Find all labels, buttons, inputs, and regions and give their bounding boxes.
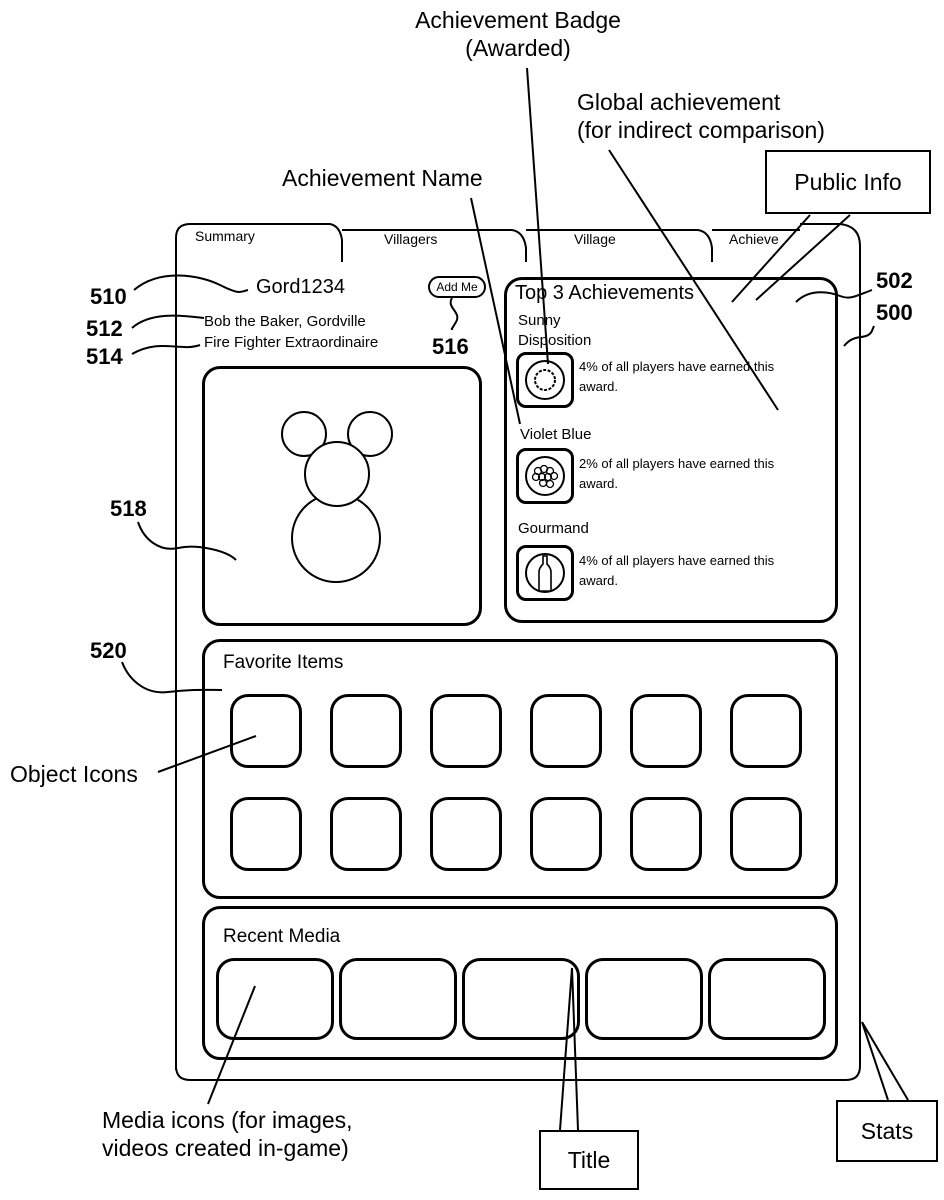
ref-512: 512: [86, 316, 123, 342]
annotation-line: (Awarded): [398, 34, 638, 62]
tab-summary[interactable]: Summary: [195, 228, 255, 244]
annotation-line: Global achievement: [577, 88, 825, 116]
annotation-line: Media icons (for images,: [102, 1106, 353, 1134]
media-thumbnail[interactable]: [462, 958, 580, 1040]
achievement-name-line: Disposition: [518, 331, 591, 351]
avatar-body: [292, 494, 380, 582]
annotation-object-icons: Object Icons: [10, 760, 138, 788]
achievement-badge[interactable]: [516, 352, 574, 408]
username: Gord1234: [256, 276, 345, 299]
annotation-line: (for indirect comparison): [577, 116, 825, 144]
favorite-item-slot[interactable]: [530, 694, 602, 768]
favorite-items-heading: Favorite Items: [223, 652, 343, 674]
avatar-figure: [202, 366, 482, 626]
ref-514: 514: [86, 344, 123, 370]
annotation-line: videos created in-game): [102, 1134, 353, 1162]
favorite-item-slot[interactable]: [730, 797, 802, 871]
achievement-stat-line: 2% of all players have earned this: [579, 454, 774, 474]
favorite-item-slot[interactable]: [730, 694, 802, 768]
ref-510: 510: [90, 284, 127, 310]
favorite-item-slot[interactable]: [330, 694, 402, 768]
favorite-item-slot[interactable]: [630, 797, 702, 871]
tab-village[interactable]: Village: [574, 231, 616, 247]
media-thumbnail[interactable]: [216, 958, 334, 1040]
achievement-stat: 4% of all players have earned this award…: [579, 357, 774, 397]
achievement-badge[interactable]: [516, 545, 574, 601]
add-me-button[interactable]: Add Me: [428, 276, 486, 298]
achievement-name: Gourmand: [518, 520, 589, 537]
media-thumbnail[interactable]: [708, 958, 826, 1040]
favorite-item-slot[interactable]: [430, 797, 502, 871]
bottle-icon: [519, 548, 571, 598]
ref-520: 520: [90, 638, 127, 664]
ref-500: 500: [876, 300, 913, 326]
achievement-stat-line: award.: [579, 571, 774, 591]
recent-media-heading: Recent Media: [223, 926, 340, 948]
favorite-item-slot[interactable]: [530, 797, 602, 871]
achievement-stat-line: award.: [579, 474, 774, 494]
media-thumbnail[interactable]: [339, 958, 457, 1040]
annotation-global-achievement: Global achievement (for indirect compari…: [577, 88, 825, 144]
favorite-item-slot[interactable]: [430, 694, 502, 768]
character-title: Fire Fighter Extraordinaire: [204, 334, 378, 351]
achievement-stat-line: 4% of all players have earned this: [579, 357, 774, 377]
character-name: Bob the Baker, Gordville: [204, 313, 366, 330]
ref-502: 502: [876, 268, 913, 294]
annotation-achievement-name: Achievement Name: [282, 164, 483, 192]
tab-villagers[interactable]: Villagers: [384, 231, 437, 247]
achievement-stat: 4% of all players have earned this award…: [579, 551, 774, 591]
annotation-stats: Stats: [836, 1100, 938, 1162]
achievement-stat-line: 4% of all players have earned this: [579, 551, 774, 571]
achievement-stat: 2% of all players have earned this award…: [579, 454, 774, 494]
media-thumbnail[interactable]: [585, 958, 703, 1040]
annotation-media-icons: Media icons (for images, videos created …: [102, 1106, 353, 1162]
achievement-name-line: Sunny: [518, 311, 591, 331]
annotation-public-info: Public Info: [765, 150, 931, 214]
avatar-head: [305, 442, 369, 506]
achievement-badge[interactable]: [516, 448, 574, 504]
ref-516: 516: [432, 334, 469, 360]
berries-plate-icon: [519, 451, 571, 501]
ref-518: 518: [110, 496, 147, 522]
achievement-name: Violet Blue: [520, 426, 591, 443]
favorite-item-slot[interactable]: [330, 797, 402, 871]
annotation-achievement-badge: Achievement Badge (Awarded): [398, 6, 638, 62]
achievements-heading: Top 3 Achievements: [515, 282, 694, 305]
achievement-name: Sunny Disposition: [518, 311, 591, 351]
sun-ring-icon: [519, 355, 571, 405]
favorite-item-slot[interactable]: [230, 797, 302, 871]
annotation-line: Achievement Badge: [398, 6, 638, 34]
favorite-item-slot[interactable]: [230, 694, 302, 768]
annotation-title: Title: [539, 1130, 639, 1190]
tab-achieve[interactable]: Achieve: [729, 231, 779, 247]
achievement-stat-line: award.: [579, 377, 774, 397]
favorite-item-slot[interactable]: [630, 694, 702, 768]
